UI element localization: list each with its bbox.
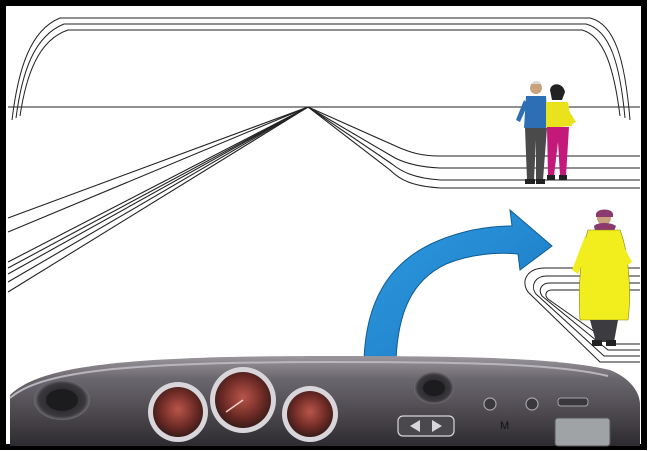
dashboard-label: M bbox=[500, 420, 509, 432]
dashboard-icon: M bbox=[10, 356, 640, 446]
